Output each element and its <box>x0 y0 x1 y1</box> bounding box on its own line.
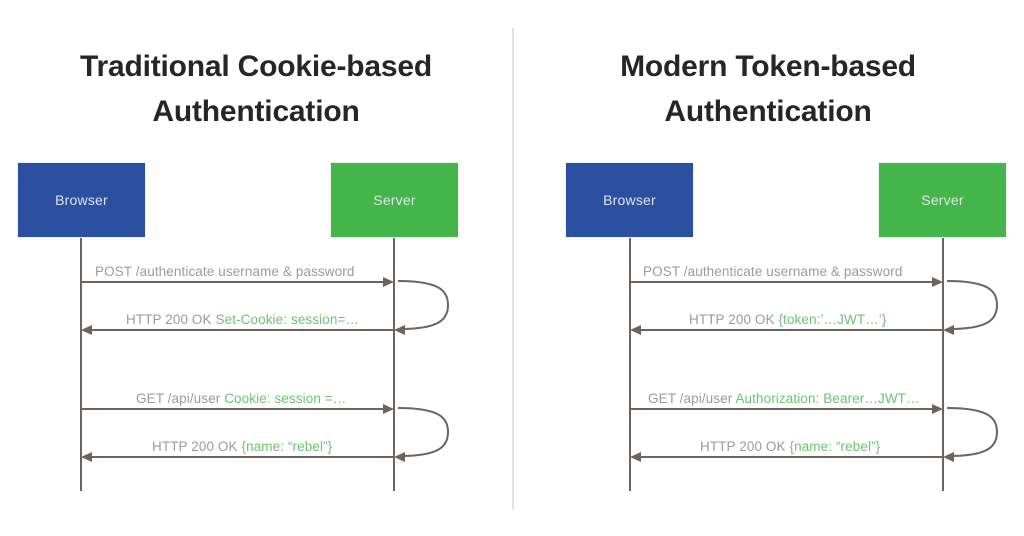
lifeline-browser-token <box>629 238 631 491</box>
self-loop-arc-2-cookie <box>394 401 456 463</box>
panel-divider <box>512 28 514 510</box>
actor-box-browser-cookie: Browser <box>17 162 146 238</box>
arrowhead-left-2-token <box>630 325 641 335</box>
actor-box-server-cookie: Server <box>330 162 459 238</box>
panel-token-based: Modern Token-based Authentication Browse… <box>512 0 1024 536</box>
message-arrow-4-token <box>641 456 943 458</box>
panel-title-cookie-line2: Authentication <box>152 95 360 128</box>
message-label-2-cookie: HTTP 200 OK Set-Cookie: session=… <box>126 312 359 327</box>
lifeline-server-token <box>942 238 944 491</box>
message-arrow-2-cookie <box>92 329 394 331</box>
panel-cookie-based: Traditional Cookie-based Authentication … <box>0 44 512 491</box>
message-text-highlight-2-token: {token:’…JWT…’} <box>778 312 887 327</box>
arrowhead-right-1-token <box>932 277 943 287</box>
arrowhead-right-1-cookie <box>383 277 394 287</box>
arrowhead-self-loop-2-cookie <box>394 452 405 462</box>
message-text-plain-2-token: HTTP 200 OK <box>689 312 779 327</box>
arrowhead-right-3-token <box>932 404 943 414</box>
message-text-highlight-4-token: {name: “rebel”} <box>789 439 881 454</box>
arrowhead-left-2-cookie <box>81 325 92 335</box>
message-text-highlight-4-cookie: {name: “rebel”} <box>241 439 333 454</box>
message-arrow-3-token <box>630 408 932 410</box>
message-text-plain-4-cookie: HTTP 200 OK <box>152 439 242 454</box>
self-loop-arc-2-token <box>943 401 1005 463</box>
actor-label-server-token: Server <box>921 192 964 208</box>
lifeline-browser-cookie <box>80 238 82 491</box>
message-arrow-2-token <box>641 329 943 331</box>
message-label-1-token: POST /authenticate username & password <box>643 264 902 279</box>
message-text-plain-1-cookie: POST /authenticate username & password <box>95 264 355 279</box>
arrowhead-left-4-cookie <box>81 452 92 462</box>
panel-title-cookie-line1: Traditional Cookie-based <box>80 50 432 83</box>
message-arrow-1-token <box>630 281 932 283</box>
message-text-plain-3-token: GET /api/user <box>648 391 736 406</box>
message-arrow-3-cookie <box>81 408 383 410</box>
message-text-highlight-3-cookie: Cookie: session =… <box>224 391 347 406</box>
panel-title-token: Modern Token-based Authentication <box>512 44 1024 134</box>
arrowhead-left-4-token <box>630 452 641 462</box>
message-text-plain-1-token: POST /authenticate username & password <box>643 264 903 279</box>
panel-title-token-line1: Modern Token-based <box>620 50 916 83</box>
arrowhead-self-loop-1-token <box>943 325 954 335</box>
message-text-highlight-2-cookie: Set-Cookie: session=… <box>215 312 360 327</box>
arrowhead-right-3-cookie <box>383 404 394 414</box>
arrowhead-self-loop-1-cookie <box>394 325 405 335</box>
message-label-4-token: HTTP 200 OK {name: “rebel”} <box>700 439 880 454</box>
message-label-3-token: GET /api/user Authorization: Bearer…JWT… <box>648 391 920 406</box>
message-text-plain-4-token: HTTP 200 OK <box>700 439 790 454</box>
message-arrow-1-cookie <box>81 281 383 283</box>
lifeline-server-cookie <box>393 238 395 491</box>
message-text-plain-2-cookie: HTTP 200 OK <box>126 312 216 327</box>
panel-title-cookie: Traditional Cookie-based Authentication <box>0 44 512 134</box>
actor-box-browser-token: Browser <box>565 162 694 238</box>
message-label-2-token: HTTP 200 OK {token:’…JWT…’} <box>689 312 887 327</box>
arrowhead-self-loop-2-token <box>943 452 954 462</box>
message-label-3-cookie: GET /api/user Cookie: session =… <box>136 391 346 406</box>
actor-label-browser-cookie: Browser <box>55 192 108 208</box>
message-text-highlight-3-token: Authorization: Bearer…JWT… <box>735 391 920 406</box>
self-loop-arc-1-token <box>943 274 1005 336</box>
actor-box-server-token: Server <box>878 162 1007 238</box>
message-label-1-cookie: POST /authenticate username & password <box>95 264 354 279</box>
self-loop-arc-1-cookie <box>394 274 456 336</box>
message-label-4-cookie: HTTP 200 OK {name: “rebel”} <box>152 439 332 454</box>
actor-label-server-cookie: Server <box>373 192 416 208</box>
message-text-plain-3-cookie: GET /api/user <box>136 391 225 406</box>
actor-label-browser-token: Browser <box>603 192 656 208</box>
message-arrow-4-cookie <box>92 456 394 458</box>
panel-title-token-line2: Authentication <box>664 95 872 128</box>
